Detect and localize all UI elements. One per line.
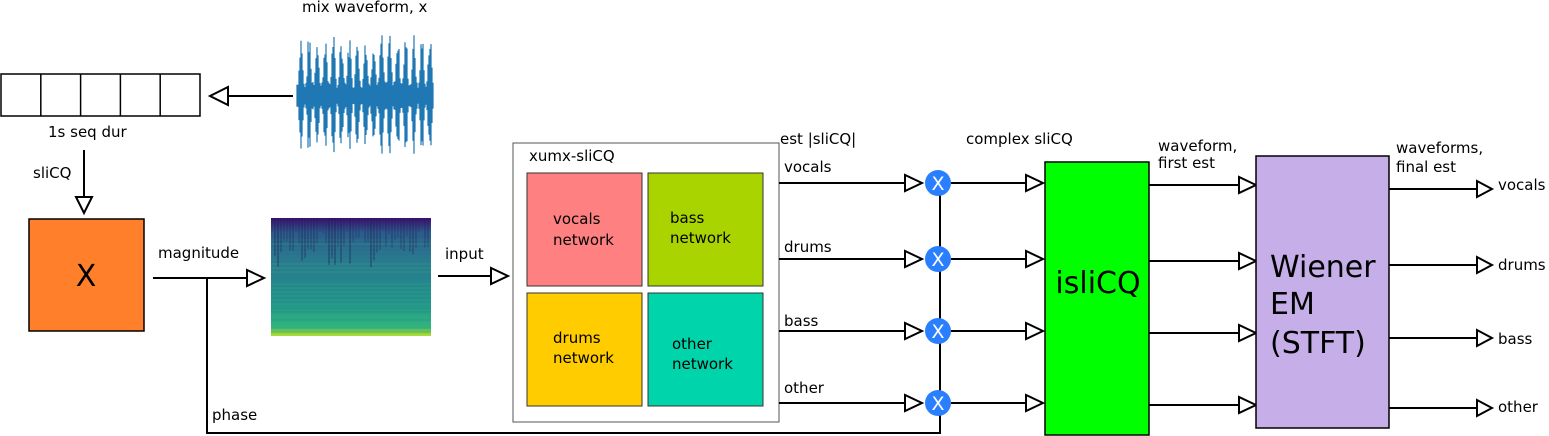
wiener-label-2: EM (1270, 287, 1315, 322)
wiener-em-block (1255, 155, 1390, 429)
magnitude-spectrogram (271, 218, 431, 336)
first-est-label-1: waveform, (1158, 137, 1237, 155)
seq-dur-label: 1s seq dur (48, 123, 127, 141)
multiply-symbol: X (931, 393, 944, 415)
est-slicq-label: est |sliCQ| (780, 130, 856, 148)
stem-row-drums: X (779, 246, 1046, 272)
slicq-transform-label: X (76, 259, 97, 294)
stem-label-other: other (784, 379, 825, 397)
drums-network-label-2: network (553, 349, 614, 367)
first-est-arrows (1149, 175, 1259, 415)
islicq-block (1044, 161, 1150, 436)
stem-row-bass: X (779, 318, 1046, 344)
final-est-label-1: waveforms, (1396, 139, 1483, 157)
drums-network-label-1: drums (553, 329, 601, 347)
multiply-node-vocals (925, 170, 951, 196)
other-network-label-2: network (672, 355, 733, 373)
sequence-buffer (0, 73, 201, 117)
multiply-symbol: X (931, 249, 944, 271)
bass-network-label-2: network (670, 229, 731, 247)
stem-label-vocals: vocals (784, 158, 832, 176)
complex-slicq-label: complex sliCQ (966, 130, 1073, 148)
mix-waveform-plot (296, 35, 434, 154)
magnitude-arrow (153, 268, 267, 288)
output-arrow-vocals (1389, 179, 1495, 199)
multiply-node-drums (925, 246, 951, 272)
stem-label-drums: drums (784, 238, 832, 256)
stem-row-vocals: X (779, 170, 1046, 196)
model-title: xumx-sliCQ (529, 147, 615, 165)
vocals-network-label-2: network (553, 231, 614, 249)
stem-row-other: X (779, 390, 1046, 416)
input-label: input (445, 245, 484, 263)
output-label-drums: drums (1498, 256, 1546, 274)
other-network-label-1: other (672, 335, 713, 353)
output-label-vocals: vocals (1498, 176, 1546, 194)
stem-label-bass: bass (784, 312, 819, 330)
slicq-arrow (74, 150, 94, 216)
bass-network-label-1: bass (670, 209, 705, 227)
wiener-label-3: (STFT) (1270, 326, 1366, 361)
vocals-network-block (526, 172, 643, 287)
bass-network-block (647, 172, 764, 287)
multiply-symbol: X (931, 321, 944, 343)
drums-network-block (526, 292, 643, 407)
output-arrow-drums (1389, 255, 1495, 275)
multiply-node-other (925, 390, 951, 416)
input-arrow (438, 266, 511, 286)
mix-waveform-label: mix waveform, x (302, 0, 427, 16)
output-label-other: other (1498, 398, 1539, 416)
phase-label: phase (212, 406, 257, 424)
other-network-block (647, 292, 764, 407)
first-est-label-2: first est (1158, 154, 1215, 172)
output-arrow-other (1389, 398, 1495, 418)
multiply-node-bass (925, 318, 951, 344)
output-arrow-bass (1389, 328, 1495, 348)
slicq-transform-block (28, 218, 145, 332)
magnitude-label: magnitude (158, 244, 239, 262)
wiener-label-1: Wiener (1270, 250, 1376, 285)
multiply-symbol: X (931, 173, 944, 195)
final-est-label-2: final est (1396, 158, 1456, 176)
islicq-label: isliCQ (1055, 266, 1140, 301)
phase-line (206, 183, 941, 434)
vocals-network-label-1: vocals (553, 210, 601, 228)
output-label-bass: bass (1498, 330, 1533, 348)
waveform-to-buffer-arrow (207, 85, 293, 107)
slicq-label: sliCQ (33, 164, 71, 182)
